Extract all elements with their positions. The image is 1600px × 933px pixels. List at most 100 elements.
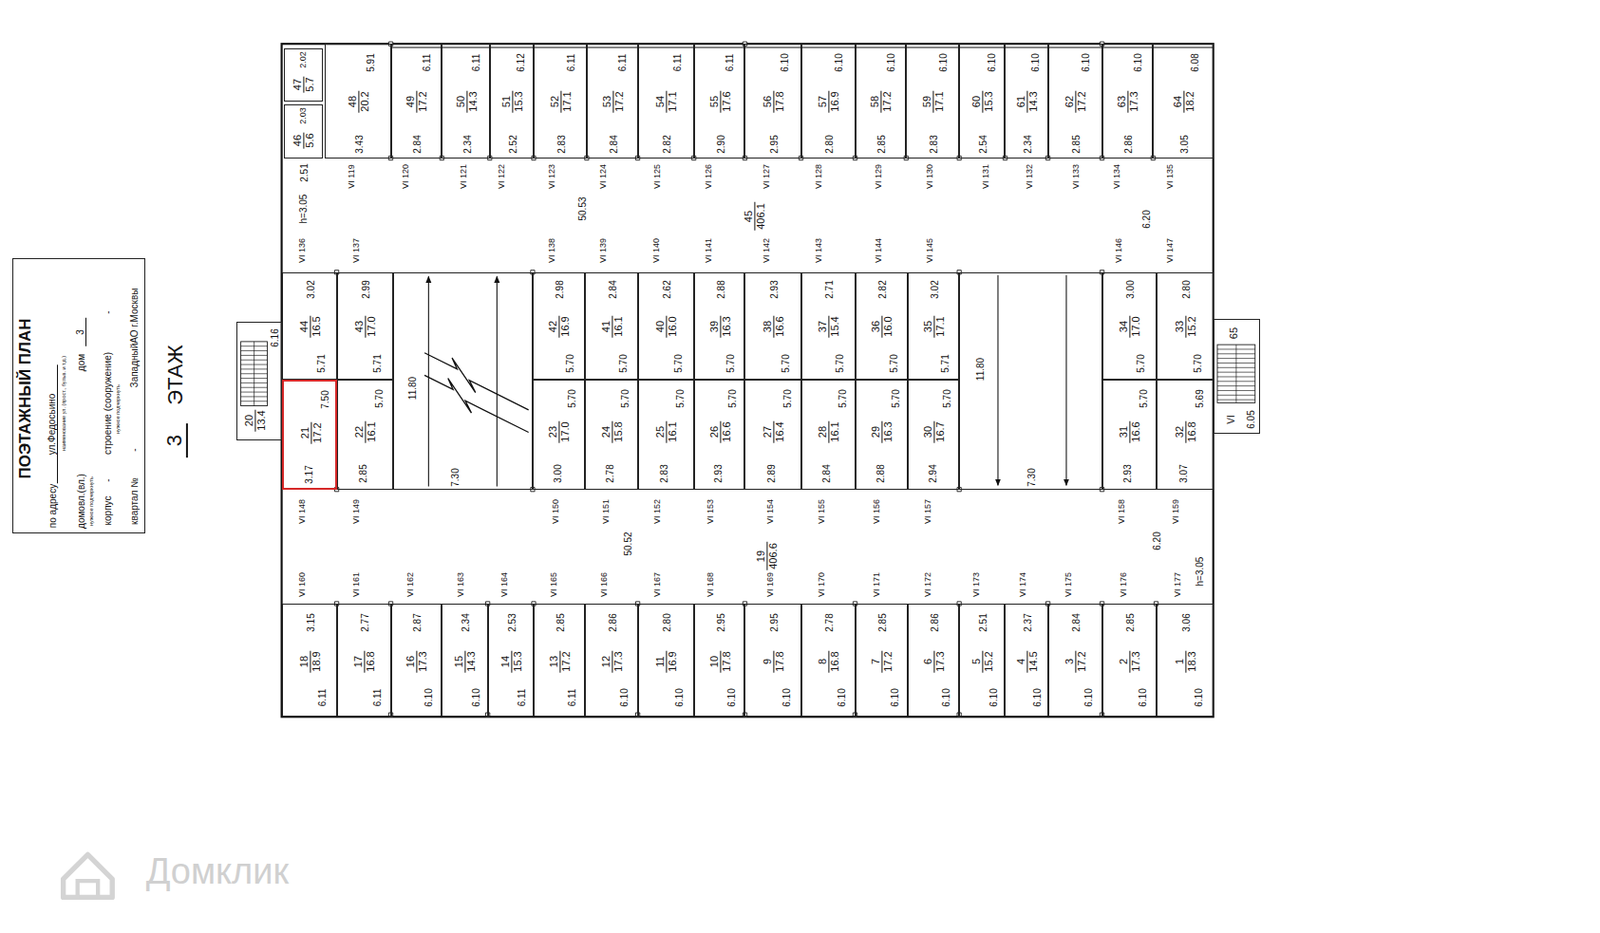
parking-space: 1017.82.956.10 bbox=[694, 603, 746, 717]
parking-place-label: VI 138 bbox=[547, 238, 558, 264]
storage-room: 475.72.02 bbox=[283, 48, 323, 103]
dimension-label: 5.70 bbox=[1135, 354, 1147, 373]
room-number: 22 bbox=[354, 421, 367, 444]
parking-space: 2816.15.702.84 bbox=[801, 379, 856, 490]
title-block-text: ул.Федосьино bbox=[46, 365, 58, 485]
room-label: 717.2 bbox=[870, 650, 895, 673]
dimension-label: 6.11 bbox=[617, 54, 628, 73]
dimension-label: 2.93 bbox=[1122, 465, 1133, 484]
area-value: 17.3 bbox=[1130, 650, 1143, 673]
dimension-label: 7.50 bbox=[319, 391, 330, 410]
parking-place-label: VI 170 bbox=[817, 572, 828, 598]
room-label: 6114.3 bbox=[1015, 91, 1039, 113]
parking-space: 6114.36.102.34 bbox=[1004, 43, 1048, 158]
parking-place-label: VI 157 bbox=[923, 499, 934, 525]
dimension-label: 2.93 bbox=[769, 280, 780, 299]
area-value: 15.3 bbox=[511, 650, 524, 673]
room-number: 58 bbox=[869, 91, 883, 113]
room-number: 1 bbox=[1173, 650, 1186, 673]
parking-space: 515.22.516.10 bbox=[959, 603, 1005, 717]
dimension-label: 6.11 bbox=[470, 54, 481, 73]
room-number: 36 bbox=[870, 316, 884, 339]
area-value: 16.6 bbox=[774, 316, 787, 339]
dimension-label: 2.89 bbox=[766, 465, 777, 484]
room-label: 2216.1 bbox=[354, 421, 378, 444]
dimension-label: 3.00 bbox=[1125, 280, 1136, 299]
parking-place-label: VI 161 bbox=[352, 572, 362, 598]
dimension-label: 2.54 bbox=[978, 134, 989, 153]
title-block-text: - bbox=[101, 310, 113, 314]
dimension-label: 2.80 bbox=[661, 614, 673, 633]
parking-space: 3916.32.885.70 bbox=[694, 272, 746, 380]
room-label: 1017.8 bbox=[708, 650, 733, 673]
dimension-label: 5.70 bbox=[1191, 354, 1203, 373]
dimension-label: 5.70 bbox=[779, 354, 791, 373]
area-value: 5.6 bbox=[304, 131, 317, 149]
area-value: 17.1 bbox=[934, 91, 946, 113]
room-number: 24 bbox=[600, 421, 613, 444]
area-value: 17.3 bbox=[1129, 91, 1141, 113]
parking-space: 3216.85.693.07 bbox=[1156, 379, 1214, 490]
dimension-label: VI bbox=[1225, 414, 1237, 424]
area-value: 15.2 bbox=[983, 650, 996, 673]
columns bbox=[334, 41, 1158, 717]
parking-space: 3315.22.805.70 bbox=[1156, 272, 1214, 380]
parking-space: 717.22.856.10 bbox=[855, 603, 909, 717]
room-number: 38 bbox=[761, 316, 774, 339]
area-value: 13.4 bbox=[256, 409, 268, 432]
dimension-label: 6.10 bbox=[986, 54, 998, 73]
dimension-label: 2.80 bbox=[824, 134, 835, 153]
dimension-label: 11.80 bbox=[975, 357, 986, 380]
parking-space: 2216.15.702.85 bbox=[337, 379, 394, 490]
room-number: 61 bbox=[1015, 91, 1028, 113]
parking-space: 3016.75.702.94 bbox=[907, 379, 960, 490]
area-value: 406.6 bbox=[767, 542, 779, 571]
parking-space: 1116.92.806.10 bbox=[638, 603, 695, 717]
parking-space: 5014.36.112.34 bbox=[441, 43, 490, 158]
dimension-label: 6.10 bbox=[1082, 688, 1093, 707]
room-label: 4016.0 bbox=[655, 316, 679, 339]
parking-space: 6418.26.083.05 bbox=[1152, 43, 1213, 158]
dimension-label: 6.11 bbox=[565, 54, 577, 73]
dimension-label: 6.10 bbox=[470, 688, 482, 707]
room-label: 1116.9 bbox=[655, 650, 679, 673]
parking-place-label: VI 125 bbox=[653, 164, 663, 189]
room-label: 217.3 bbox=[1117, 650, 1142, 673]
parking-space: 6317.36.102.86 bbox=[1102, 43, 1154, 158]
dimension-label: 2.98 bbox=[554, 280, 565, 299]
dimension-label: 2.51 bbox=[299, 163, 310, 182]
room-label: 45406.1 bbox=[742, 202, 767, 231]
ramp: 11.807.30 bbox=[393, 272, 533, 490]
parking-place-label: VI 130 bbox=[925, 164, 936, 189]
parking-space: 4820.25.913.43 bbox=[324, 43, 392, 158]
area-value: 15.8 bbox=[612, 421, 624, 444]
area-value: 18.2 bbox=[1185, 91, 1197, 113]
title-block-text: дом bbox=[75, 354, 86, 372]
parking-space: 2916.35.702.88 bbox=[855, 379, 909, 490]
area-value: 16.9 bbox=[560, 316, 572, 339]
room-number: 62 bbox=[1064, 91, 1077, 113]
parking-place-label: VI 166 bbox=[600, 572, 610, 598]
parking-place-label: VI 127 bbox=[762, 164, 772, 189]
room-label: 2616.6 bbox=[708, 421, 733, 444]
dimension-label: 2.84 bbox=[412, 134, 423, 153]
parking-space: 414.52.376.10 bbox=[1004, 603, 1048, 717]
room-number: 19 bbox=[754, 542, 768, 571]
dimension-label: 6.10 bbox=[835, 688, 847, 707]
parking-space: 3517.13.025.71 bbox=[907, 272, 960, 380]
room-number: 57 bbox=[816, 91, 829, 113]
parking-place-label: VI 154 bbox=[766, 499, 776, 525]
dimension-label: 2.84 bbox=[606, 280, 618, 299]
parking-place-label: VI 122 bbox=[497, 164, 508, 189]
parking-place-label: VI 152 bbox=[653, 499, 663, 525]
parking-space: 5716.96.102.80 bbox=[801, 43, 856, 158]
room-number: 12 bbox=[600, 650, 613, 673]
parking-place-label: VI 135 bbox=[1166, 164, 1176, 189]
room-label: 5317.2 bbox=[601, 91, 625, 113]
room-number: 53 bbox=[601, 91, 614, 113]
area-value: 17.6 bbox=[720, 91, 733, 113]
parking-space: 1317.22.856.11 bbox=[533, 603, 585, 717]
height-label: h=3.05 bbox=[298, 194, 309, 225]
dimension-label: 2.85 bbox=[876, 134, 887, 153]
room-label: 1818.9 bbox=[298, 650, 322, 673]
